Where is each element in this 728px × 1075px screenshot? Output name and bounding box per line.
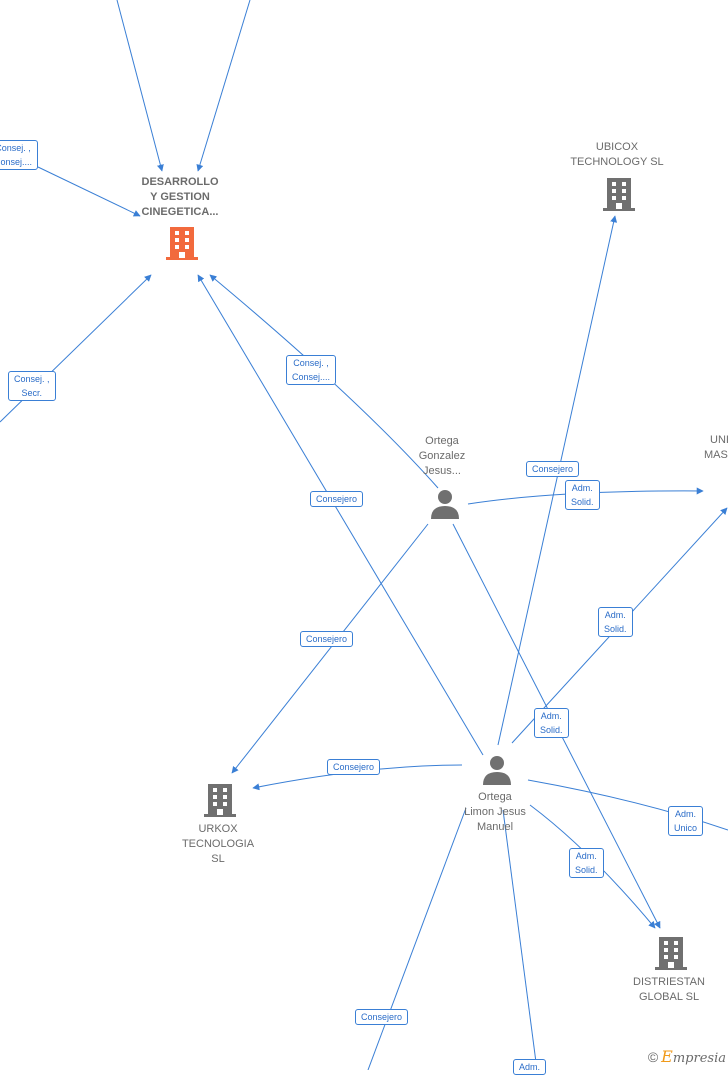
relation-line: Adm.	[540, 711, 562, 721]
edge-left-to-desarrollo	[37, 166, 141, 217]
label-line: DISTRIESTAN	[633, 976, 705, 988]
relation-label[interactable]: Adm.	[513, 1059, 547, 1075]
relation-line: Solid.	[604, 624, 627, 634]
label-line: UBICOX	[595, 141, 639, 153]
relation-label[interactable]: Consej. , Consej....	[0, 140, 39, 170]
company-desarrollo-label[interactable]: DESARROLLO Y GESTION CINEGETICA...	[118, 175, 242, 220]
relation-line: Adm.	[571, 483, 593, 493]
logo-initial: E	[661, 1047, 673, 1066]
relation-line: Consej. ,	[14, 374, 50, 384]
label-line: Limon Jesus	[464, 806, 526, 818]
company-uni-masi-label[interactable]: UNI MASI	[696, 433, 728, 463]
relation-line: Consejero	[316, 494, 358, 504]
edge-limon-to-bottom-left	[367, 807, 467, 1070]
edge-limon-to-desarrollo	[197, 274, 484, 756]
edge-top-right-to-desarrollo	[196, 0, 251, 172]
relation-line: Adm.	[519, 1062, 541, 1072]
company-distriestan-label[interactable]: DISTRIESTAN GLOBAL SL	[619, 975, 719, 1005]
label-line: DESARROLLO	[141, 176, 219, 188]
relation-line: Adm.	[604, 610, 626, 620]
relation-line: Adm.	[675, 809, 697, 819]
edge-limon-to-ubicox	[497, 215, 618, 746]
relation-line: Consej....	[292, 372, 331, 382]
relation-label[interactable]: Consej. , Consej....	[286, 355, 337, 385]
label-line: Gonzalez	[418, 450, 466, 462]
relation-line: Secr.	[21, 388, 43, 398]
company-ubicox-label[interactable]: UBICOX TECHNOLOGY SL	[562, 140, 672, 170]
label-line: Jesus...	[423, 465, 461, 477]
relation-line: Consej. ,	[293, 358, 329, 368]
relation-line: Consej. ,	[0, 143, 31, 153]
person-icon[interactable]	[429, 488, 461, 520]
label-line: CINEGETICA...	[141, 206, 219, 218]
label-line: URKOX	[198, 823, 238, 835]
relation-label[interactable]: Adm. Solid.	[569, 848, 604, 878]
relation-label[interactable]: Consejero	[526, 461, 580, 477]
relation-label[interactable]: Adm. Unico	[668, 806, 704, 836]
relation-line: Consejero	[333, 762, 375, 772]
empresia-logo: ©Empresia	[648, 1047, 726, 1066]
relation-label[interactable]: Consej. , Secr.	[8, 371, 56, 401]
edge-top-left-to-desarrollo	[116, 0, 164, 172]
logo-text: mpresia	[672, 1051, 726, 1066]
relation-line: Solid.	[571, 497, 594, 507]
relation-label[interactable]: Consejero	[300, 631, 354, 647]
person-ortega-limon-label[interactable]: Ortega Limon Jesus Manuel	[450, 790, 540, 835]
label-line: TECHNOLOGY SL	[570, 156, 664, 168]
relation-label[interactable]: Adm. Solid.	[565, 480, 600, 510]
label-line: Ortega	[425, 435, 459, 447]
label-line: SL	[211, 853, 225, 865]
relation-line: Unico	[674, 823, 698, 833]
relation-line: Adm.	[575, 851, 597, 861]
label-line: GLOBAL SL	[638, 991, 700, 1003]
person-icon[interactable]	[481, 754, 513, 786]
label-line: TECNOLOGIA	[181, 838, 255, 850]
edge-gonzalez-to-desarrollo	[209, 274, 439, 489]
relation-line: Consej....	[0, 157, 33, 167]
copyright-symbol: ©	[647, 1049, 659, 1065]
edge-gonzalez-to-urkox	[231, 523, 429, 774]
relation-line: Solid.	[575, 865, 598, 875]
company-urkox-label[interactable]: URKOX TECNOLOGIA SL	[168, 822, 268, 867]
relation-line: Consejero	[306, 634, 348, 644]
edge-limon-to-right-company	[527, 779, 728, 831]
relation-label[interactable]: Consejero	[355, 1009, 409, 1025]
building-icon[interactable]	[165, 225, 199, 261]
relation-label[interactable]: Consejero	[310, 491, 364, 507]
edge-limon-to-bottom	[502, 809, 538, 1070]
label-line: Y GESTION	[150, 191, 210, 203]
building-icon[interactable]	[602, 176, 636, 212]
relation-label[interactable]: Adm. Solid.	[598, 607, 633, 637]
label-line: Ortega	[478, 791, 512, 803]
label-line: MASI	[704, 449, 728, 461]
person-ortega-gonzalez-label[interactable]: Ortega Gonzalez Jesus...	[402, 434, 482, 479]
building-icon[interactable]	[654, 935, 688, 971]
label-line: UNI	[710, 434, 728, 446]
relation-label[interactable]: Adm. Solid.	[534, 708, 569, 738]
label-line: Manuel	[476, 821, 514, 833]
relation-line: Consejero	[532, 464, 574, 474]
relation-line: Solid.	[540, 725, 563, 735]
relation-line: Consejero	[361, 1012, 403, 1022]
building-icon[interactable]	[203, 782, 237, 818]
relation-label[interactable]: Consejero	[327, 759, 381, 775]
